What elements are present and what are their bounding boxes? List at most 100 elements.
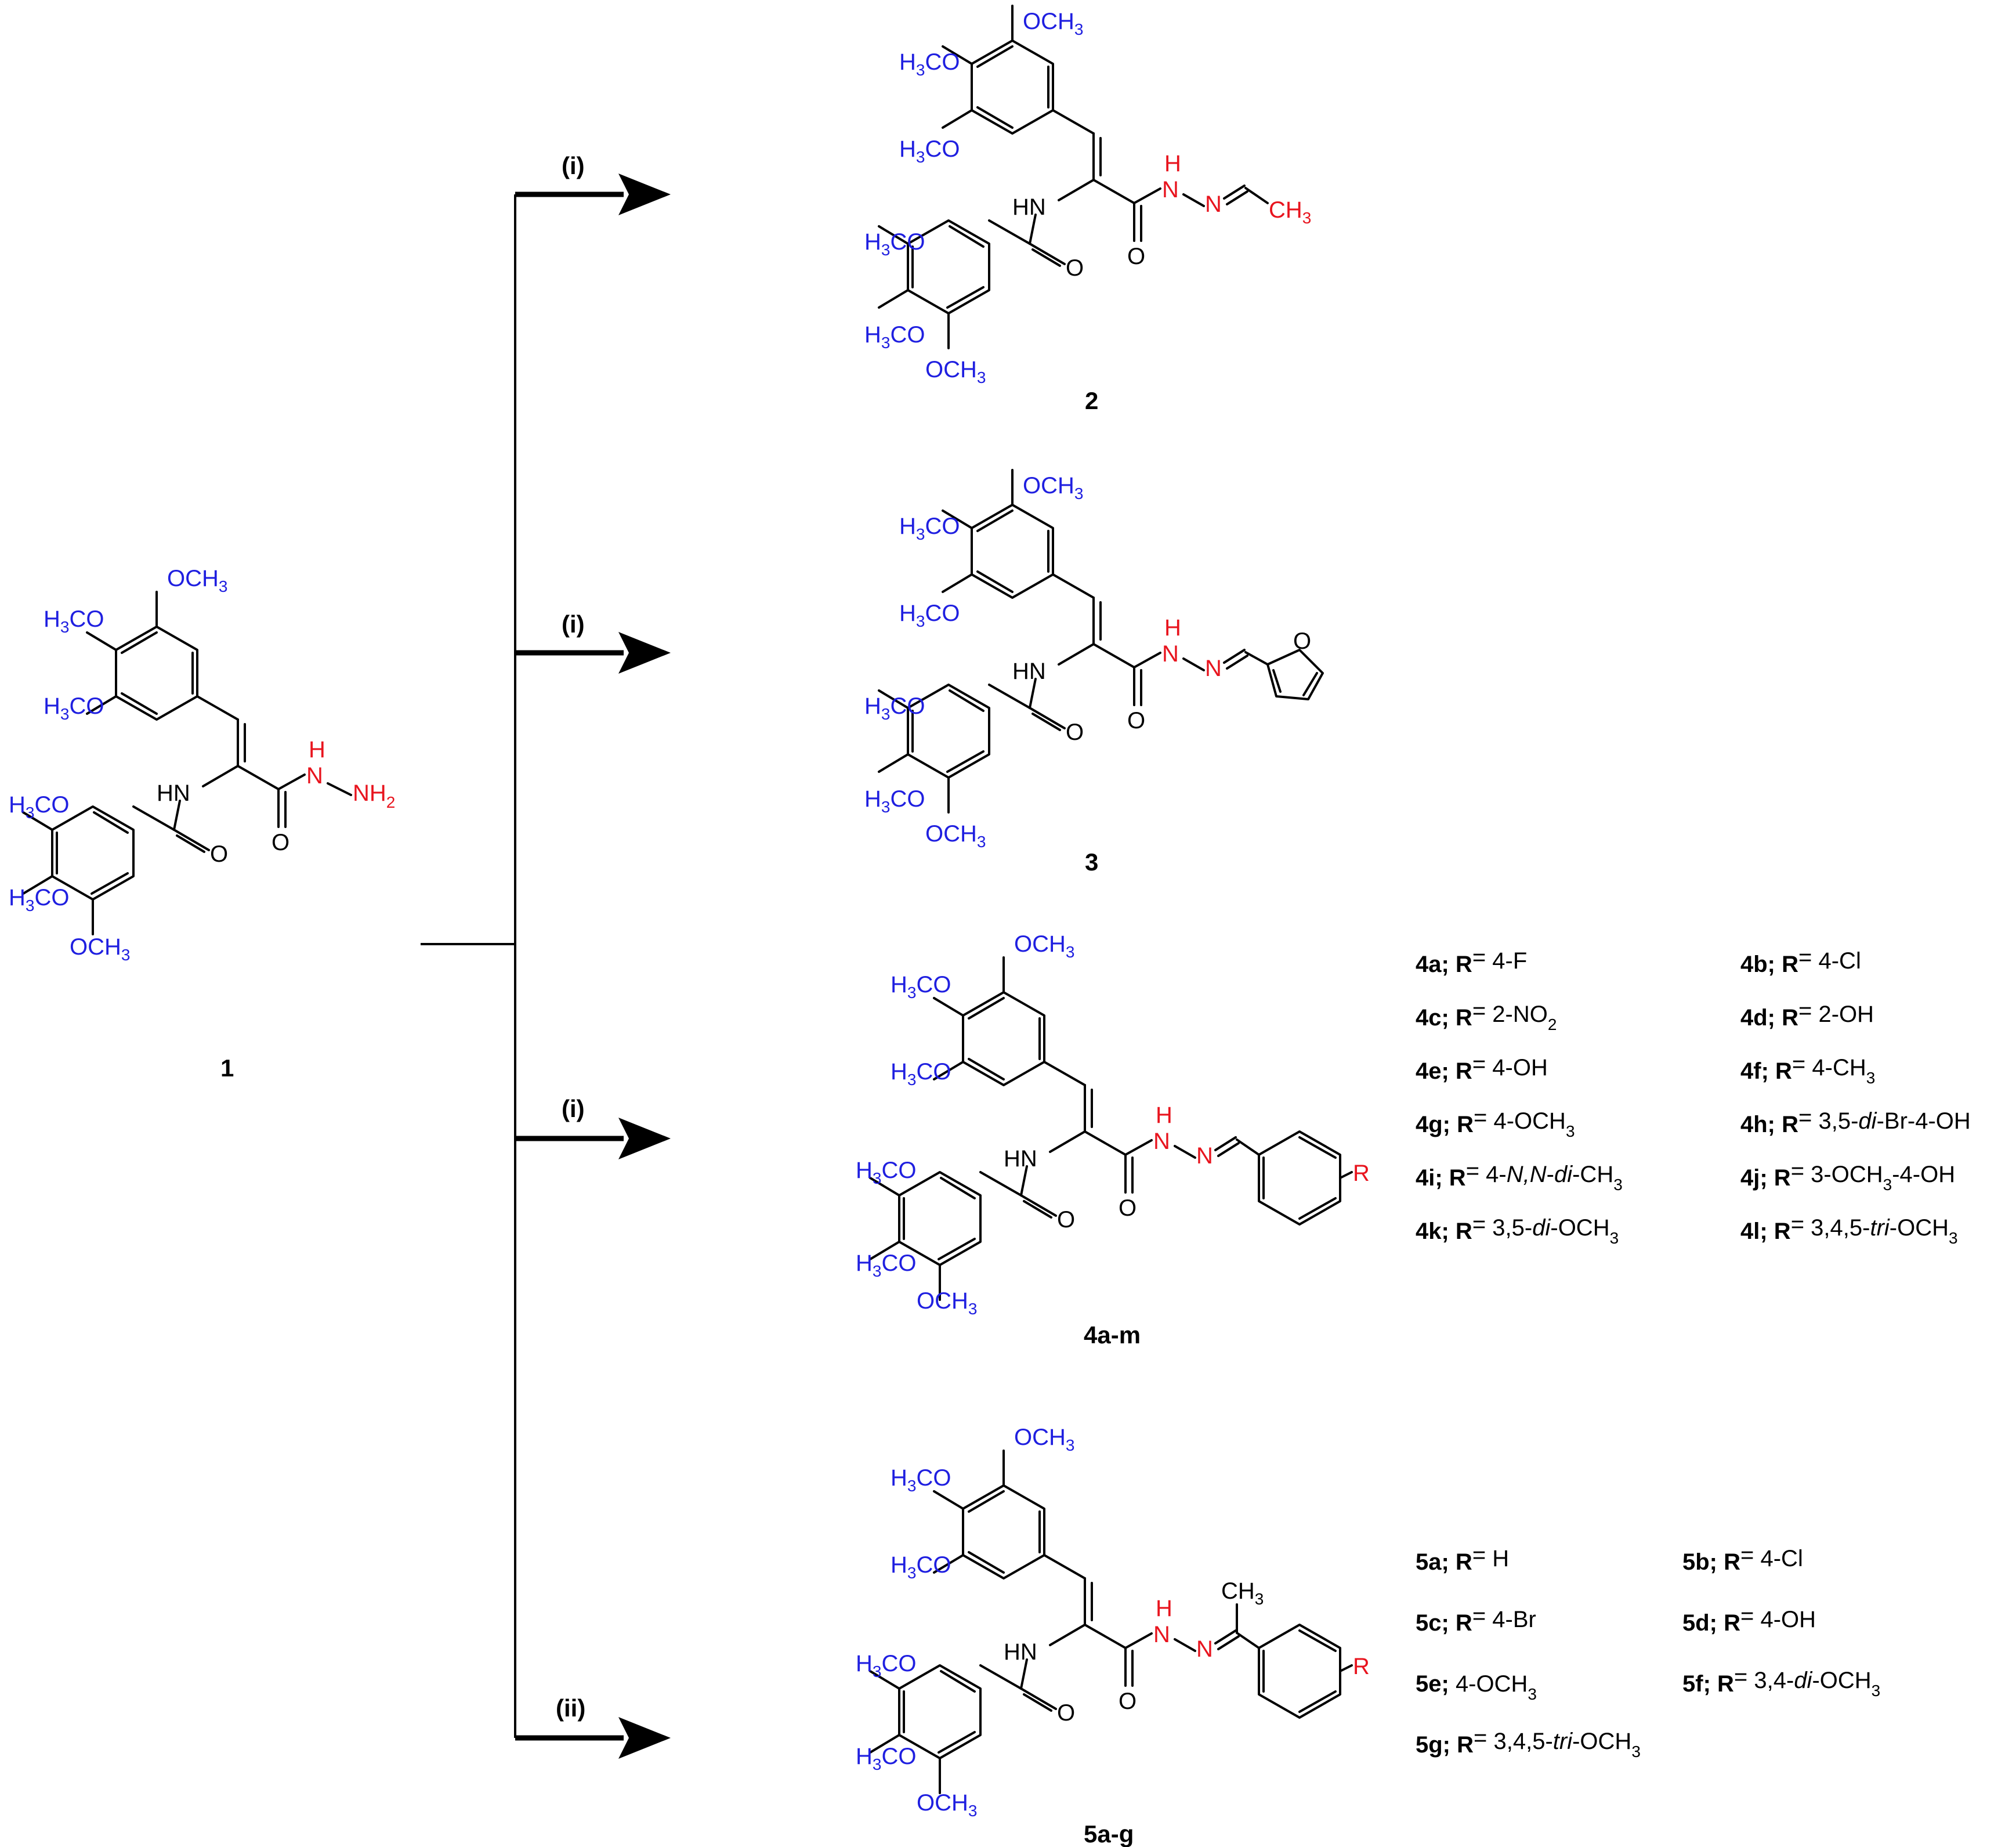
series4-row-1: 4b; R= 4-Cl: [1740, 945, 1861, 977]
svg-text:O: O: [210, 841, 228, 867]
series5-row-4: 5e; 4-OCH3: [1416, 1671, 1537, 1703]
svg-text:H3CO: H3CO: [891, 1465, 951, 1495]
compound-number-4: 4a-m: [1084, 1321, 1141, 1349]
svg-text:N: N: [1196, 1143, 1213, 1169]
svg-text:H3CO: H3CO: [856, 1651, 916, 1680]
series-4-substituent-table: 4a; R= 4-F 4b; R= 4-Cl 4c; R= 2-NO2 4d; R= …: [1416, 945, 1971, 1247]
compound-5: N H N CH3 R HN O O OCH3 H3CO H3CO H3CO H…: [856, 1425, 1370, 1847]
series4-row-2: 4c; R= 2-NO2: [1416, 998, 1557, 1033]
svg-text:O: O: [1293, 628, 1311, 654]
series4-row-4: 4e; R= 4-OH: [1416, 1051, 1548, 1084]
svg-text:O: O: [1119, 1195, 1137, 1221]
svg-text:OCH3: OCH3: [1023, 473, 1083, 503]
series4-row-5: 4f; R= 4-CH3: [1740, 1051, 1875, 1087]
svg-text:O: O: [1127, 244, 1145, 269]
compound-3: N H N O HN O O OCH3 H3CO H3CO H3CO H3CO …: [864, 469, 1324, 876]
series4-row-9: 4j; R= 3-OCH3-4-OH: [1740, 1158, 1955, 1194]
svg-text:CH3: CH3: [1221, 1578, 1264, 1608]
compound-number-5: 5a-g: [1084, 1820, 1134, 1847]
svg-text:H3CO: H3CO: [856, 1158, 916, 1187]
svg-text:O: O: [1066, 720, 1084, 745]
svg-text:OCH3: OCH3: [1014, 931, 1074, 961]
series4-row-7: 4h; R= 3,5-di-Br-4-OH: [1740, 1105, 1971, 1137]
series4-row-0: 4a; R= 4-F: [1416, 945, 1527, 977]
reagent-label-3: (i): [562, 1095, 585, 1122]
svg-text:NH2: NH2: [353, 780, 395, 811]
svg-text:H3CO: H3CO: [899, 601, 960, 630]
svg-text:O: O: [1057, 1207, 1075, 1232]
svg-text:N: N: [1205, 191, 1222, 217]
series4-row-10: 4k; R= 3,5-di-OCH3: [1416, 1212, 1619, 1247]
series4-row-3: 4d; R= 2-OH: [1740, 998, 1874, 1031]
compound-number-3: 3: [1085, 848, 1098, 876]
svg-text:OCH3: OCH3: [917, 1790, 977, 1820]
compound-number-1: 1: [220, 1054, 234, 1082]
svg-text:H3CO: H3CO: [44, 606, 104, 636]
reagent-label-1: (i): [562, 152, 585, 179]
series5-row-6: 5g; R= 3,4,5-tri-OCH3: [1416, 1725, 1641, 1761]
compound-4: N H N R HN O O OCH3 H3CO H3CO H3CO H3CO …: [856, 931, 1370, 1349]
reagent-label-4: (ii): [556, 1694, 585, 1722]
svg-text:O: O: [1066, 255, 1084, 281]
svg-text:H3CO: H3CO: [899, 514, 960, 543]
svg-text:OCH3: OCH3: [167, 566, 227, 595]
svg-text:OCH3: OCH3: [1014, 1425, 1074, 1454]
series4-row-11: 4l; R= 3,4,5-tri-OCH3: [1740, 1212, 1958, 1247]
svg-text:H3CO: H3CO: [864, 322, 925, 352]
svg-text:N: N: [1153, 1129, 1170, 1154]
svg-text:N: N: [1153, 1622, 1170, 1647]
svg-text:HN: HN: [1004, 1146, 1037, 1172]
svg-text:N: N: [306, 763, 323, 789]
svg-text:H3CO: H3CO: [891, 972, 951, 1002]
svg-text:CH3: CH3: [1269, 197, 1311, 227]
series4-row-8: 4i; R= 4-N,N-di-CH3: [1416, 1158, 1623, 1194]
svg-text:H3CO: H3CO: [899, 49, 960, 79]
svg-text:OCH3: OCH3: [70, 934, 130, 964]
series5-row-5: 5f; R= 3,4-di-OCH3: [1682, 1664, 1880, 1700]
compound-number-2: 2: [1085, 387, 1098, 414]
series5-row-0: 5a; R= H: [1416, 1542, 1509, 1575]
svg-text:O: O: [272, 830, 289, 855]
svg-text:H: H: [309, 737, 325, 762]
svg-text:O: O: [1057, 1700, 1075, 1726]
svg-text:H3CO: H3CO: [9, 792, 69, 822]
svg-text:H3CO: H3CO: [891, 1059, 951, 1089]
compound-1: N H NH2 HN O O OCH3 H3CO H3CO H3CO H3CO …: [9, 566, 395, 1082]
svg-text:OCH3: OCH3: [917, 1288, 977, 1318]
compound-2: N H N CH3 HN O O OCH3 H3CO H3CO H3CO H3C…: [864, 5, 1311, 414]
reagent-label-2: (i): [562, 610, 585, 638]
svg-text:OCH3: OCH3: [1023, 9, 1083, 38]
svg-text:OCH3: OCH3: [925, 821, 986, 851]
series4-row-6: 4g; R= 4-OCH3: [1416, 1105, 1575, 1140]
svg-text:HN: HN: [1012, 659, 1046, 684]
series5-row-3: 5d; R= 4-OH: [1682, 1603, 1816, 1636]
series5-row-1: 5b; R= 4-Cl: [1682, 1542, 1803, 1575]
svg-text:H3CO: H3CO: [44, 693, 104, 723]
svg-text:N: N: [1162, 641, 1179, 667]
svg-text:N: N: [1205, 656, 1222, 681]
svg-text:HN: HN: [157, 780, 190, 806]
svg-text:H: H: [1164, 151, 1181, 176]
svg-text:H3CO: H3CO: [864, 693, 925, 723]
svg-text:H3CO: H3CO: [864, 229, 925, 259]
svg-text:H3CO: H3CO: [899, 136, 960, 166]
svg-text:H: H: [1156, 1596, 1172, 1621]
series-5-substituent-table: 5a; R= H 5b; R= 4-Cl 5c; R= 4-Br 5d; R= 4-O…: [1416, 1542, 1880, 1761]
svg-text:H: H: [1164, 615, 1181, 641]
svg-text:O: O: [1127, 708, 1145, 733]
svg-text:H3CO: H3CO: [856, 1744, 916, 1773]
svg-text:N: N: [1196, 1636, 1213, 1662]
svg-text:HN: HN: [1012, 194, 1046, 220]
svg-text:R: R: [1353, 1654, 1370, 1679]
svg-text:H3CO: H3CO: [9, 885, 69, 915]
svg-text:H3CO: H3CO: [864, 786, 925, 816]
svg-text:O: O: [1119, 1689, 1137, 1714]
svg-text:H3CO: H3CO: [891, 1552, 951, 1582]
svg-text:H3CO: H3CO: [856, 1250, 916, 1280]
svg-text:HN: HN: [1004, 1639, 1037, 1665]
series5-row-2: 5c; R= 4-Br: [1416, 1603, 1536, 1636]
svg-text:R: R: [1353, 1161, 1370, 1186]
svg-text:OCH3: OCH3: [925, 357, 986, 386]
svg-text:H: H: [1156, 1103, 1172, 1128]
